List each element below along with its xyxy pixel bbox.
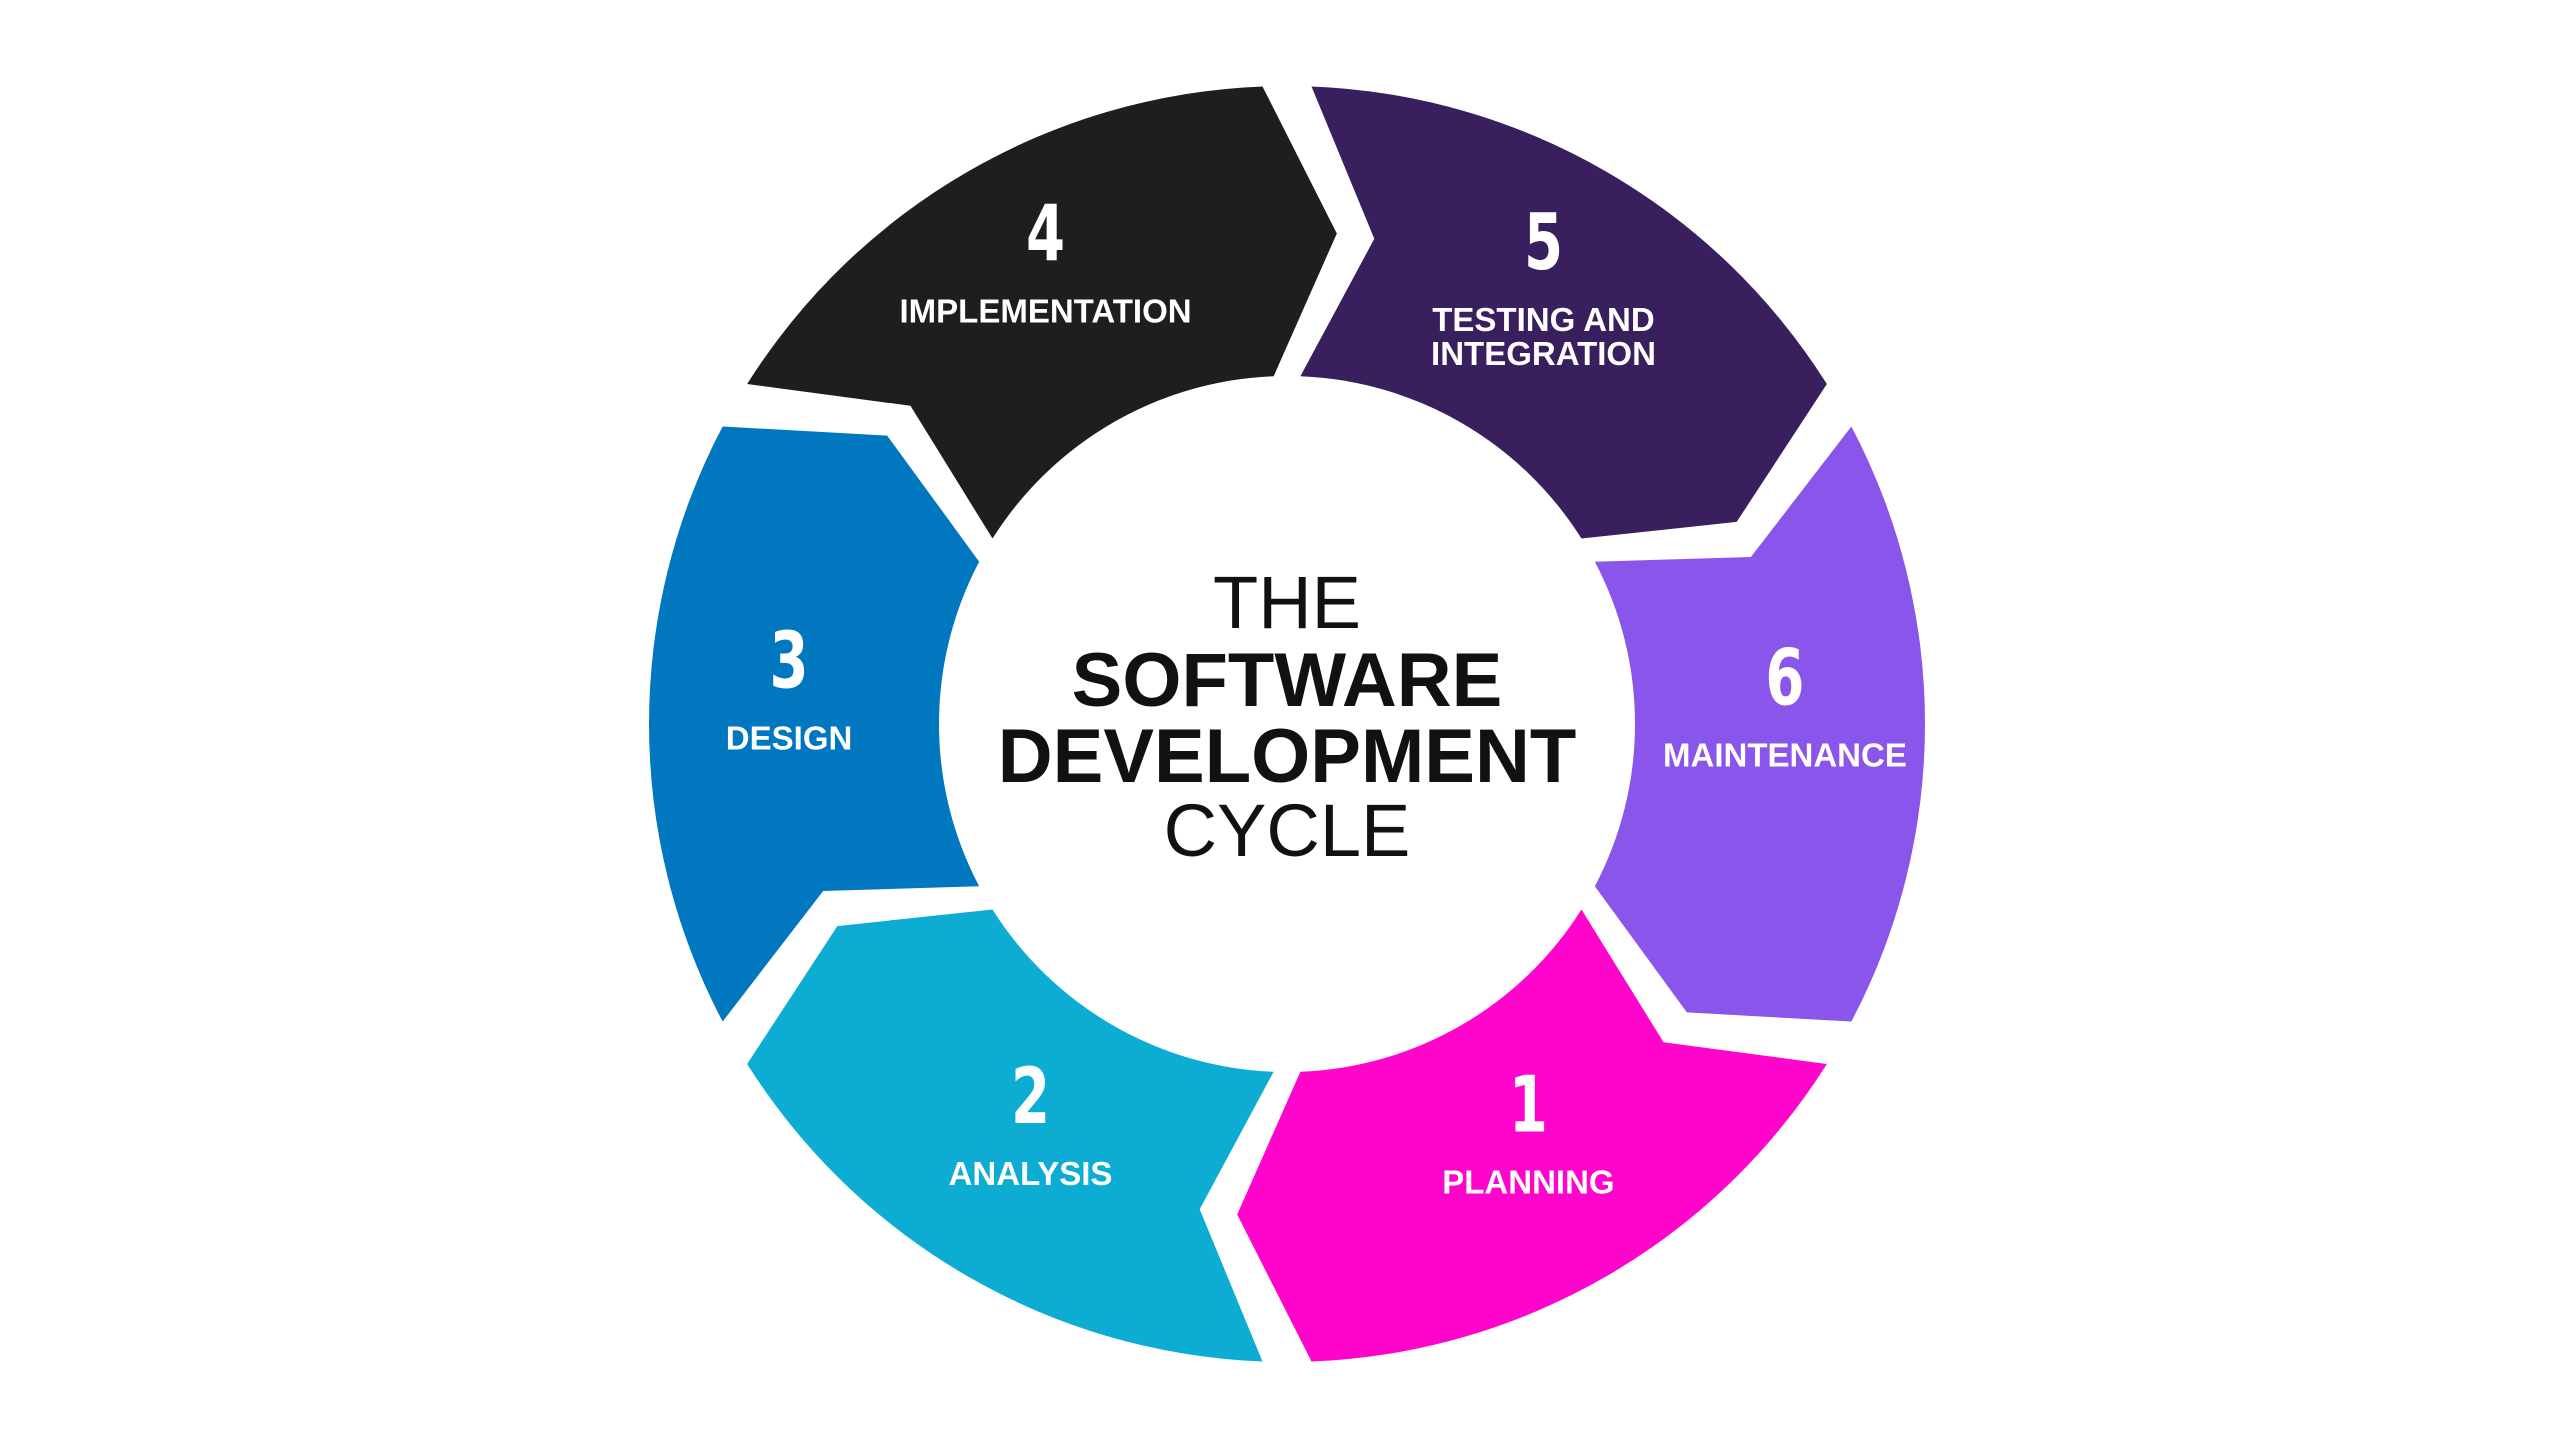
title-line-software: SOFTWARE — [1072, 638, 1503, 723]
stage-label: MAINTENANCE — [1663, 737, 1907, 774]
stage-arrow-segment — [1237, 909, 1827, 1362]
stage-number: 5 — [1524, 198, 1563, 289]
stage-arrow-segment — [1594, 426, 1925, 1022]
title-line-development: DEVELOPMENT — [998, 714, 1577, 799]
stage-arrow-segment — [649, 426, 980, 1022]
stage-number: 1 — [1509, 1060, 1548, 1151]
title-line-cycle: CYCLE — [1164, 789, 1411, 872]
stage-number: 4 — [1026, 189, 1065, 280]
center-title: THE SOFTWARE DEVELOPMENT CYCLE — [998, 561, 1577, 872]
stage-number: 6 — [1765, 634, 1804, 725]
stage-arrow-segment — [747, 909, 1274, 1362]
cycle-segments: 1PLANNING2ANALYSIS3DESIGN4IMPLEMENTATION… — [649, 86, 1925, 1362]
stage-label: INTEGRATION — [1431, 335, 1656, 372]
stage-number: 3 — [770, 616, 809, 707]
stage-label: IMPLEMENTATION — [900, 292, 1192, 329]
stage-label: DESIGN — [726, 719, 853, 756]
stage-number: 2 — [1011, 1052, 1050, 1143]
stage-arrow-segment — [747, 86, 1337, 539]
stage-label: TESTING AND — [1432, 301, 1654, 338]
stage-arrow-segment — [1300, 86, 1827, 539]
stage-label: ANALYSIS — [949, 1155, 1113, 1192]
stage-label: PLANNING — [1442, 1164, 1614, 1201]
title-line-the: THE — [1213, 561, 1361, 644]
